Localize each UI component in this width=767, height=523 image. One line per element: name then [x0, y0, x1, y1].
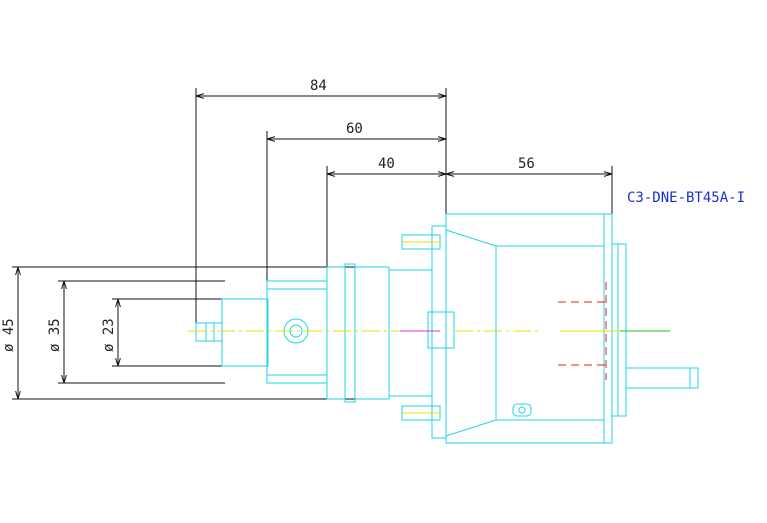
part-number-label: C3-DNE-BT45A-I: [627, 190, 745, 206]
dia-23-label: ø 23: [101, 318, 117, 352]
dimension-dia-23: ø 23: [101, 298, 245, 367]
dia-35-label: ø 35: [47, 318, 63, 352]
dimension-dia-45: ø 45: [1, 266, 388, 400]
dim-56-label: 56: [518, 156, 535, 172]
hidden-lines: [558, 282, 607, 380]
dim-84-label: 84: [310, 78, 327, 94]
dimension-56: 56: [446, 156, 613, 250]
dia-45-label: ø 45: [1, 318, 17, 352]
dimension-40: 40: [326, 156, 446, 268]
dimension-dia-35: ø 35: [47, 280, 225, 384]
centerline: [188, 241, 670, 414]
dimension-84: 84: [195, 78, 447, 330]
dimension-60: 60: [266, 121, 446, 285]
dim-40-label: 40: [378, 156, 395, 172]
dim-60-label: 60: [346, 121, 363, 137]
tool-holder-outline: [195, 213, 699, 444]
